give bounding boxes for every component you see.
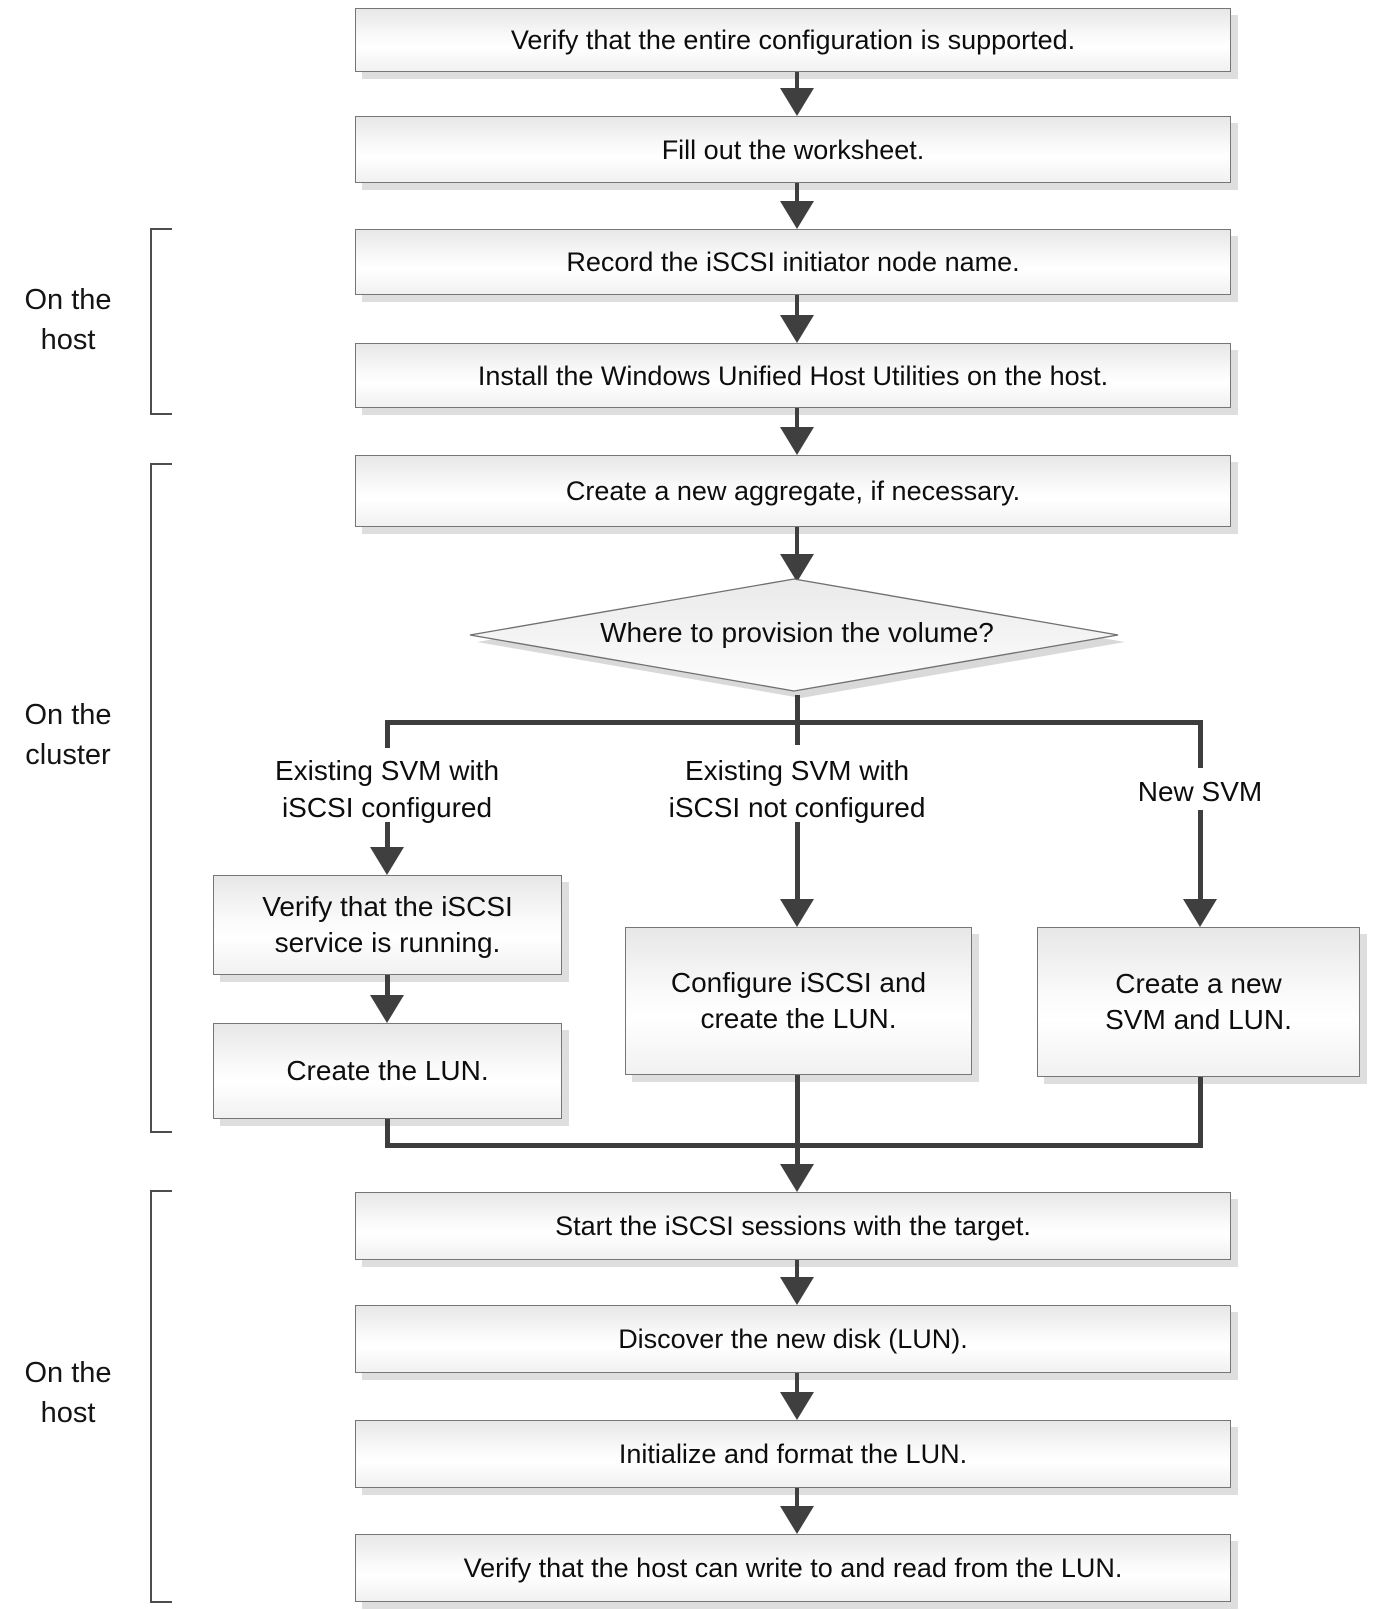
step-label-line: Verify that the iSCSI (262, 891, 513, 922)
step-label: Fill out the worksheet. (661, 134, 925, 165)
side-label-line: On the (24, 699, 112, 731)
step-box-create-svm-lun: Create a new SVM and LUN. (1037, 927, 1360, 1077)
arrow-shaft (795, 183, 799, 203)
side-label-cluster: On the cluster (0, 695, 136, 775)
connector-split-left (385, 720, 390, 748)
arrow-shaft (795, 1488, 799, 1508)
step-box-verify-iscsi-service: Verify that the iSCSI service is running… (213, 875, 562, 975)
connector-split-middle (795, 723, 800, 745)
step-box-initialize-format: Initialize and format the LUN. (355, 1420, 1231, 1488)
branch-label-line: iSCSI not configured (668, 792, 926, 823)
arrow-shaft (385, 975, 390, 997)
side-label-host-top: On the host (0, 280, 136, 360)
step-label: Initialize and format the LUN. (618, 1439, 968, 1469)
arrow-shaft (795, 1373, 799, 1394)
arrow-shaft (795, 408, 799, 429)
arrow-head-icon (370, 847, 404, 875)
arrow-shaft (795, 295, 799, 317)
arrow-head-icon (370, 995, 404, 1023)
arrow-head-icon (780, 88, 814, 116)
side-label-host-bottom: On the host (0, 1353, 136, 1433)
connector-split-line (385, 720, 1203, 725)
bracket-host-bottom (150, 1190, 172, 1603)
branch-label-line: Existing SVM with (274, 755, 500, 786)
step-box-verify-read-write: Verify that the host can write to and re… (355, 1534, 1231, 1602)
side-label-line: host (40, 1397, 96, 1429)
step-label: Verify that the entire configuration is … (510, 25, 1076, 55)
branch-label-line: New SVM (1137, 776, 1263, 807)
side-label-line: On the (24, 1357, 112, 1389)
side-label-line: cluster (25, 739, 111, 771)
connector-merge-right (1198, 1077, 1203, 1148)
bracket-host-top (150, 228, 172, 415)
bracket-cluster (150, 463, 172, 1133)
step-label: Create the LUN. (286, 1055, 489, 1086)
step-box-create-lun: Create the LUN. (213, 1023, 562, 1119)
branch-label-existing-configured: Existing SVM with iSCSI configured (212, 752, 562, 826)
arrow-shaft (795, 72, 799, 90)
step-box-discover-disk: Discover the new disk (LUN). (355, 1305, 1231, 1373)
step-box-configure-iscsi-create-lun: Configure iSCSI and create the LUN. (625, 927, 972, 1075)
step-box-start-sessions: Start the iSCSI sessions with the target… (355, 1192, 1231, 1260)
step-label-line: SVM and LUN. (1105, 1004, 1292, 1035)
diamond-shape (469, 578, 1119, 692)
branch-label-line: iSCSI configured (281, 792, 493, 823)
step-label: Record the iSCSI initiator node name. (566, 247, 1020, 277)
arrow-head-icon (780, 1506, 814, 1534)
arrow-head-icon (780, 1164, 814, 1192)
branch-label-line: Existing SVM with (684, 755, 910, 786)
step-label: Create a new aggregate, if necessary. (565, 476, 1021, 506)
arrow-head-icon (780, 201, 814, 229)
step-box-create-aggregate: Create a new aggregate, if necessary. (355, 455, 1231, 527)
connector-diamond-stub (795, 695, 800, 723)
step-label-line: Create a new (1115, 968, 1282, 999)
arrow-head-icon (780, 427, 814, 455)
step-box-record-initiator: Record the iSCSI initiator node name. (355, 229, 1231, 295)
connector-merge-left (385, 1119, 390, 1148)
arrow-shaft (795, 1260, 799, 1279)
step-label: Install the Windows Unified Host Utiliti… (477, 360, 1109, 391)
step-label-line: service is running. (274, 927, 501, 958)
connector-split-right (1198, 720, 1203, 768)
arrow-head-icon (780, 899, 814, 927)
side-label-line: On the (24, 284, 112, 316)
arrow-head-icon (780, 315, 814, 343)
arrow-head-icon (780, 1277, 814, 1305)
arrow-shaft (385, 822, 390, 849)
arrow-shaft (795, 527, 799, 556)
arrow-shaft (795, 822, 800, 901)
step-box-verify-config: Verify that the entire configuration is … (355, 8, 1231, 72)
step-label: Verify that the host can write to and re… (463, 1553, 1123, 1583)
step-label: Start the iSCSI sessions with the target… (555, 1211, 1031, 1241)
side-label-line: host (40, 324, 96, 356)
decision-label: Where to provision the volume? (600, 617, 994, 648)
arrow-head-icon (780, 554, 814, 582)
step-label: Discover the new disk (LUN). (618, 1324, 968, 1354)
arrow-shaft (1198, 810, 1203, 901)
branch-label-new-svm: New SVM (1050, 773, 1350, 810)
arrow-shaft (795, 1075, 800, 1166)
step-label-line: Configure iSCSI and (670, 967, 927, 998)
arrow-head-icon (780, 1392, 814, 1420)
arrow-head-icon (1183, 899, 1217, 927)
connector-merge-line (385, 1143, 1203, 1148)
step-box-install-utilities: Install the Windows Unified Host Utiliti… (355, 343, 1231, 408)
branch-label-existing-not-configured: Existing SVM with iSCSI not configured (622, 752, 972, 826)
step-label-line: create the LUN. (700, 1003, 897, 1034)
decision-diamond (469, 578, 1125, 698)
step-box-fill-worksheet: Fill out the worksheet. (355, 116, 1231, 183)
